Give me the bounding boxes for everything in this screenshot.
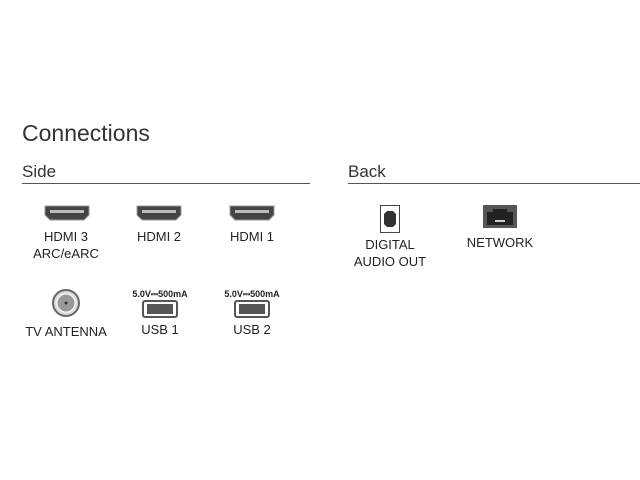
hdmi-icon <box>136 205 182 221</box>
hdmi1-label: HDMI 1 <box>229 229 275 244</box>
usb1-label: USB 1 <box>141 322 179 337</box>
hdmi-icon <box>44 205 90 221</box>
back-heading: Back <box>348 162 386 181</box>
port-sub: AUDIO OUT <box>353 254 427 269</box>
usb2-label: USB 2 <box>233 322 271 337</box>
antenna-icon <box>52 289 80 317</box>
optical-icon <box>380 205 400 233</box>
network-label: NETWORK <box>466 235 534 250</box>
usb-icon <box>234 300 270 318</box>
usb-icon <box>142 300 178 318</box>
usb2-spec: 5.0V⎓500mA <box>224 289 280 299</box>
optical-label: DIGITAL AUDIO OUT <box>340 236 440 270</box>
side-heading: Side <box>22 162 57 181</box>
antenna-label: TV ANTENNA <box>25 324 107 339</box>
side-divider <box>22 183 310 184</box>
page-title: Connections <box>22 120 150 146</box>
back-divider <box>348 183 640 184</box>
port-name: DIGITAL <box>365 237 415 252</box>
ethernet-icon <box>483 205 517 228</box>
port-sub: ARC/eARC <box>33 246 99 261</box>
hdmi2-label: HDMI 2 <box>136 229 182 244</box>
hdmi3-label: HDMI 3 ARC/eARC <box>16 228 116 262</box>
usb1-spec: 5.0V⎓500mA <box>132 289 188 299</box>
port-name: HDMI 3 <box>43 229 89 244</box>
hdmi-icon <box>229 205 275 221</box>
